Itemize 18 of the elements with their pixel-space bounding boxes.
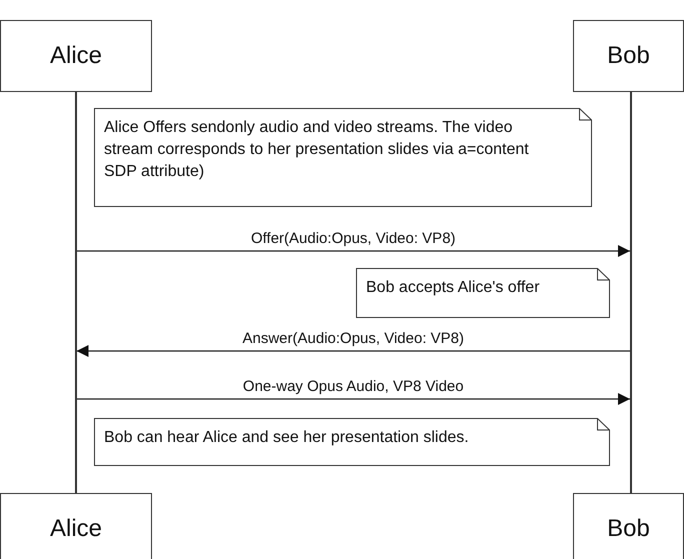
participant-box: Bob [573,493,684,559]
message-label: One-way Opus Audio, VP8 Video [240,378,466,395]
lifeline [630,92,632,493]
note-text: Alice Offers sendonly audio and video streams. The video stream corresponds to her presentation slides via a=content SDP attribute) [103,118,530,182]
message-arrow [76,245,630,257]
note-box [94,108,592,207]
note-box [356,268,610,318]
note-text: Bob can hear Alice and see her presentation slides. [103,428,470,448]
message-arrow [76,345,630,357]
lifeline [75,92,76,493]
note-box [94,418,610,466]
participant-box: Bob [573,20,684,92]
message-label: Answer(Audio:Opus, Video: VP8) [240,330,466,347]
note-text: Bob accepts Alice's offer [365,278,541,298]
message-label: Offer(Audio:Opus, Video: VP8) [248,230,458,247]
participant-box: Alice [0,20,152,92]
message-arrow [76,393,630,405]
participant-box: Alice [0,493,152,559]
